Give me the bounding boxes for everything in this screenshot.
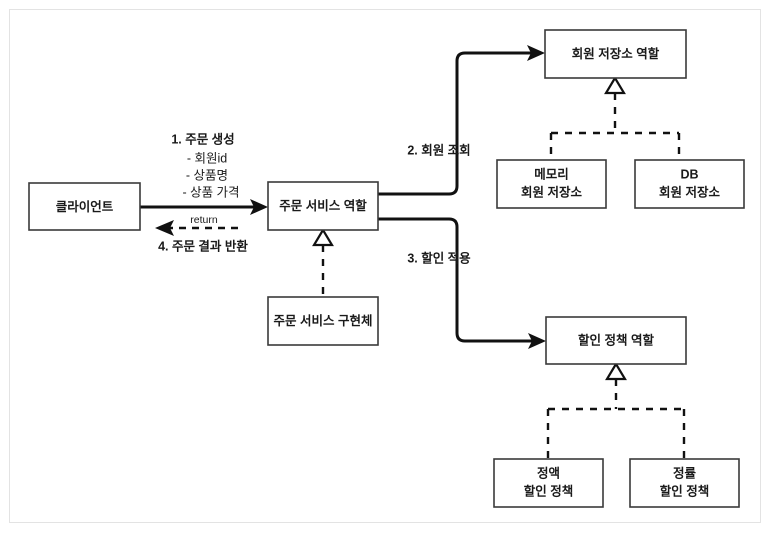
box-memory-member-repository[interactable]: 메모리 회원 저장소 bbox=[496, 159, 607, 209]
label-step1: 1. 주문 생성 - 회원id - 상품명 - 상품 가격 bbox=[171, 131, 239, 199]
box-fix-discount-policy-line2: 할인 정책 bbox=[524, 483, 573, 498]
box-order-service-impl-label: 주문 서비스 구현체 bbox=[274, 313, 373, 328]
realization-order-service bbox=[312, 227, 334, 297]
box-db-member-repository[interactable]: DB 회원 저장소 bbox=[634, 159, 745, 209]
diagram-frame bbox=[9, 9, 761, 523]
box-order-service-role[interactable]: 주문 서비스 역할 bbox=[267, 181, 379, 231]
label-step3-title: 3. 할인 적용 bbox=[407, 250, 471, 265]
box-db-member-repository-line2: 회원 저장소 bbox=[659, 184, 720, 199]
box-rate-discount-policy-line2: 할인 정책 bbox=[660, 483, 709, 498]
box-member-repository-role[interactable]: 회원 저장소 역할 bbox=[544, 29, 687, 79]
realization-discount-policy bbox=[546, 361, 686, 459]
realization-member-repository bbox=[549, 75, 681, 160]
box-order-service-impl[interactable]: 주문 서비스 구현체 bbox=[267, 296, 379, 346]
flow-step1-arrow bbox=[140, 199, 268, 215]
box-member-repository-role-label: 회원 저장소 역할 bbox=[572, 46, 660, 61]
label-step1-detail-2: - 상품 가격 bbox=[182, 185, 239, 199]
box-memory-member-repository-line2: 회원 저장소 bbox=[521, 184, 582, 199]
box-db-member-repository-line1: DB bbox=[680, 167, 698, 181]
box-rate-discount-policy[interactable]: 정률 할인 정책 bbox=[629, 458, 740, 508]
label-step1-detail-0: - 회원id bbox=[187, 151, 227, 165]
label-step1-detail-1: - 상품명 bbox=[186, 168, 228, 182]
label-step4-title: 4. 주문 결과 반환 bbox=[158, 238, 248, 253]
label-step1-title: 1. 주문 생성 bbox=[171, 131, 234, 146]
label-step2: 2. 회원 조회 bbox=[407, 142, 470, 157]
flow-step4-return-arrow bbox=[155, 220, 238, 236]
flow-step2-arrow bbox=[378, 45, 545, 196]
flow-step3-arrow bbox=[378, 217, 546, 349]
box-fix-discount-policy-line1: 정액 bbox=[537, 465, 560, 480]
box-client-label: 클라이언트 bbox=[56, 199, 114, 214]
label-step4-return-tag: return bbox=[190, 214, 218, 226]
box-fix-discount-policy[interactable]: 정액 할인 정책 bbox=[493, 458, 604, 508]
box-discount-policy-role[interactable]: 할인 정책 역할 bbox=[545, 316, 687, 365]
box-client[interactable]: 클라이언트 bbox=[28, 182, 141, 231]
label-step3: 3. 할인 적용 bbox=[407, 250, 471, 265]
box-discount-policy-role-label: 할인 정책 역할 bbox=[578, 332, 654, 347]
box-rate-discount-policy-line1: 정률 bbox=[673, 465, 697, 480]
label-step4: return 4. 주문 결과 반환 bbox=[158, 214, 248, 254]
box-memory-member-repository-line1: 메모리 bbox=[534, 166, 569, 181]
label-step2-title: 2. 회원 조회 bbox=[407, 142, 470, 157]
box-order-service-role-label: 주문 서비스 역할 bbox=[279, 198, 367, 213]
